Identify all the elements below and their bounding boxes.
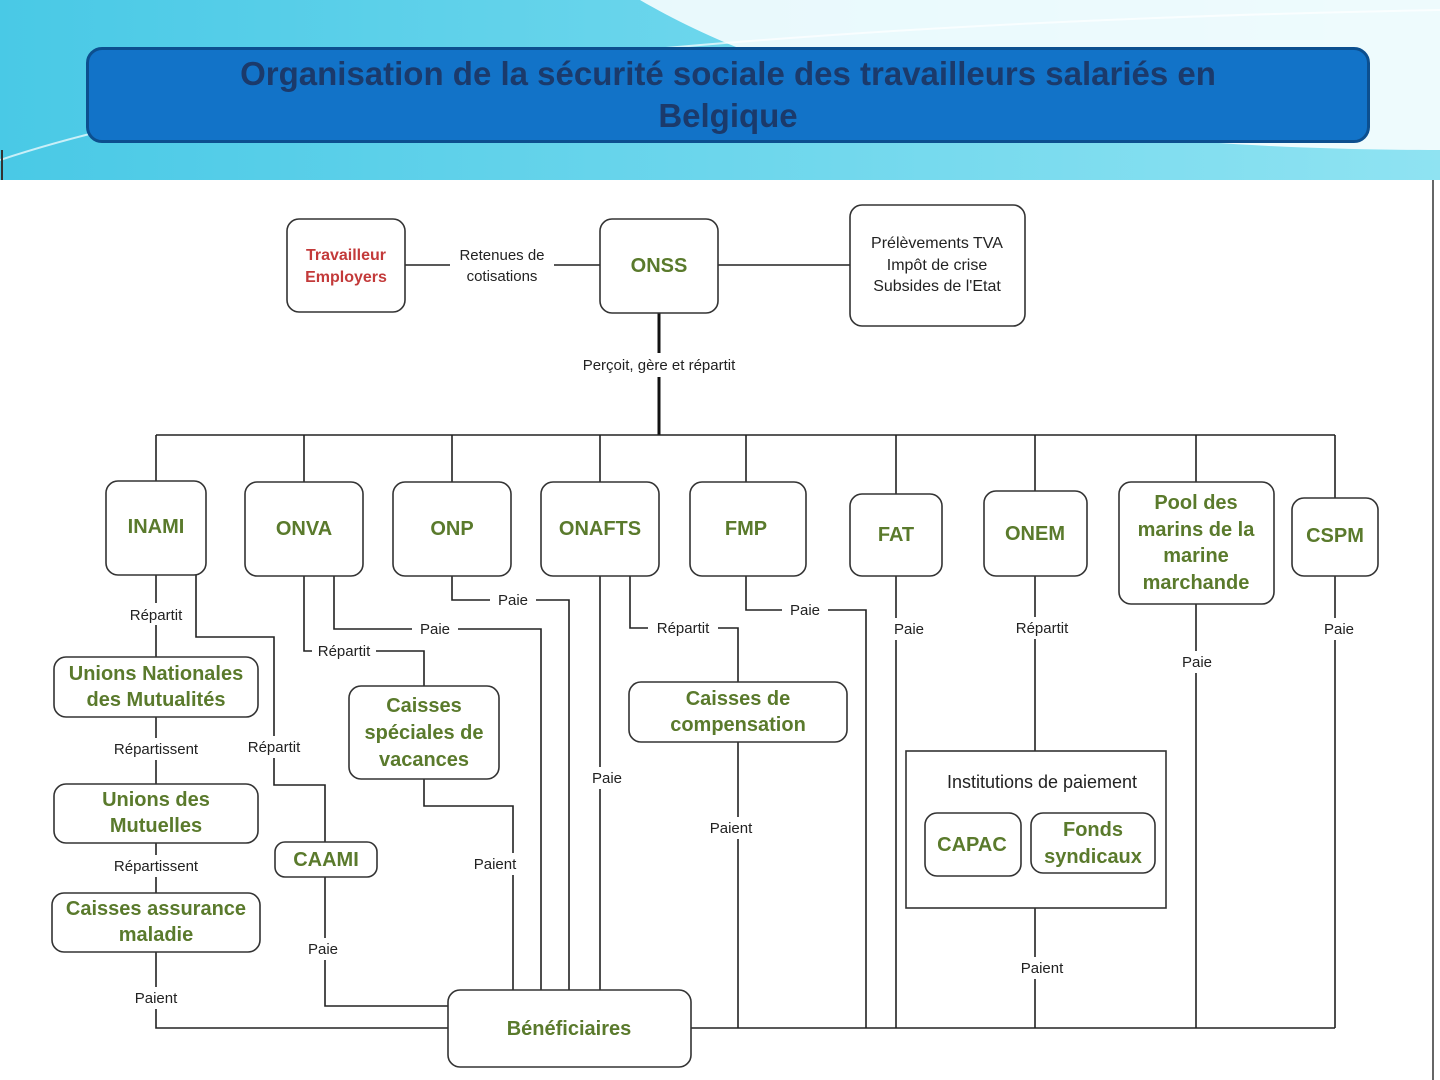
node-travailleur: Travailleur Employers [286, 218, 406, 313]
node-onva: ONVA [244, 481, 364, 577]
node-unions-mutuelles-line1: Unions des [102, 789, 210, 811]
node-unions-mutuelles: Unions des Mutuelles [53, 783, 259, 844]
label-inami-caami-repartit: Répartit [248, 739, 301, 756]
node-unions-mutuelles-line2: Mutuelles [110, 815, 202, 837]
label-percoit: Perçoit, gère et répartit [583, 357, 736, 374]
node-inami: INAMI [105, 480, 207, 576]
edge-onva-caisses-vacances [303, 576, 425, 686]
label-onva-paie: Paie [420, 621, 450, 638]
node-onva-label: ONVA [276, 518, 332, 540]
node-fmp-label: FMP [725, 518, 767, 540]
label-cspm-paie: Paie [1324, 621, 1354, 638]
node-unions-nationales-line2: des Mutualités [87, 689, 226, 711]
edge-fmp-bus [745, 576, 867, 1028]
label-onp-paie: Paie [498, 592, 528, 609]
node-capac: CAPAC [924, 812, 1022, 877]
node-caami-label: CAAMI [293, 849, 359, 871]
label-retenues-line1: Retenues de [459, 247, 544, 264]
label-onva-repartit: Répartit [318, 643, 371, 660]
edge-inami-caami [195, 575, 326, 842]
node-capac-label: CAPAC [937, 834, 1007, 856]
label-un-repartissent: Répartissent [114, 741, 199, 758]
node-fonds-line2: syndicaux [1044, 846, 1142, 868]
node-cspm: CSPM [1291, 497, 1379, 577]
node-onp: ONP [392, 481, 512, 577]
node-caisses-maladie-line2: maladie [119, 924, 193, 946]
node-caisses-vacances-line3: vacances [379, 749, 469, 771]
node-caami: CAAMI [274, 841, 378, 878]
page-title: Organisation de la sécurité sociale des … [240, 55, 1216, 134]
node-beneficiaires-label: Bénéficiaires [507, 1018, 632, 1040]
label-um-repartissent: Répartissent [114, 858, 199, 875]
node-pool-line1: Pool des [1154, 492, 1237, 514]
node-prelevements-line1: Prélèvements TVA [871, 235, 1003, 252]
node-fat-label: FAT [878, 524, 914, 546]
node-caisses-vacances-line1: Caisses [386, 695, 462, 717]
label-caami-paie: Paie [308, 941, 338, 958]
edge-csv-beneficiaires [423, 779, 514, 990]
node-fmp: FMP [689, 481, 807, 577]
node-onem: ONEM [983, 490, 1088, 577]
node-institutions-label: Institutions de paiement [947, 772, 1137, 792]
node-cspm-label: CSPM [1306, 525, 1364, 547]
node-inami-label: INAMI [128, 516, 185, 538]
node-prelevements: Prélèvements TVA Impôt de crise Subsides… [849, 204, 1026, 327]
label-csv-paient: Paient [474, 856, 517, 873]
node-unions-nationales-line1: Unions Nationales [69, 663, 243, 685]
node-pool: Pool des marins de la marine marchande [1118, 481, 1275, 605]
node-caisses-vacances: Caisses spéciales de vacances [348, 685, 500, 780]
node-caisses-compensation: Caisses de compensation [628, 681, 848, 743]
edge-cam-beneficiaires [155, 952, 448, 1029]
edge-onp-beneficiaires [451, 576, 570, 990]
node-institutions: Institutions de paiement CAPAC Fonds syn… [905, 750, 1167, 909]
node-onafts-label: ONAFTS [559, 518, 641, 540]
label-pool-paie: Paie [1182, 654, 1212, 671]
node-caisses-vacances-line2: spéciales de [365, 722, 484, 744]
node-caisses-maladie: Caisses assurance maladie [51, 892, 261, 953]
edge-caami-beneficiaires [324, 877, 448, 1007]
title-banner: Organisation de la sécurité sociale des … [86, 47, 1370, 143]
label-inami-repartit: Répartit [130, 607, 183, 624]
label-fat-paie: Paie [894, 621, 924, 638]
label-retenues-line2: cotisations [467, 268, 538, 285]
node-prelevements-line2: Impôt de crise [887, 257, 988, 274]
label-onafts-paie: Paie [592, 770, 622, 787]
node-onafts: ONAFTS [540, 481, 660, 577]
node-onp-label: ONP [430, 518, 473, 540]
label-onafts-repartit: Répartit [657, 620, 710, 637]
node-caisses-compensation-line2: compensation [670, 714, 806, 736]
node-fonds-line1: Fonds [1063, 819, 1123, 841]
node-travailleur-line1: Travailleur [306, 247, 386, 264]
node-onss: ONSS [599, 218, 719, 314]
node-travailleur-line2: Employers [305, 269, 387, 286]
label-onem-repartit: Répartit [1016, 620, 1069, 637]
node-pool-line3: marine [1163, 545, 1229, 567]
node-prelevements-line3: Subsides de l'Etat [873, 278, 1001, 295]
node-beneficiaires: Bénéficiaires [447, 989, 692, 1068]
node-pool-line2: marins de la [1138, 519, 1256, 541]
label-inst-paient: Paient [1021, 960, 1064, 977]
node-onss-label: ONSS [631, 255, 688, 277]
node-caisses-maladie-line1: Caisses assurance [66, 898, 246, 920]
label-fmp-paie: Paie [790, 602, 820, 619]
label-cam-paient: Paient [135, 990, 178, 1007]
label-cc-paient: Paient [710, 820, 753, 837]
node-unions-nationales: Unions Nationales des Mutualités [53, 656, 259, 718]
node-fonds-syndicaux: Fonds syndicaux [1030, 812, 1156, 874]
node-onem-label: ONEM [1005, 523, 1065, 545]
edge-labels: Retenues de cotisations Perçoit, gère et… [104, 242, 1362, 1009]
node-caisses-compensation-line1: Caisses de [686, 688, 791, 710]
node-fat: FAT [849, 493, 943, 577]
node-pool-line4: marchande [1143, 572, 1250, 594]
